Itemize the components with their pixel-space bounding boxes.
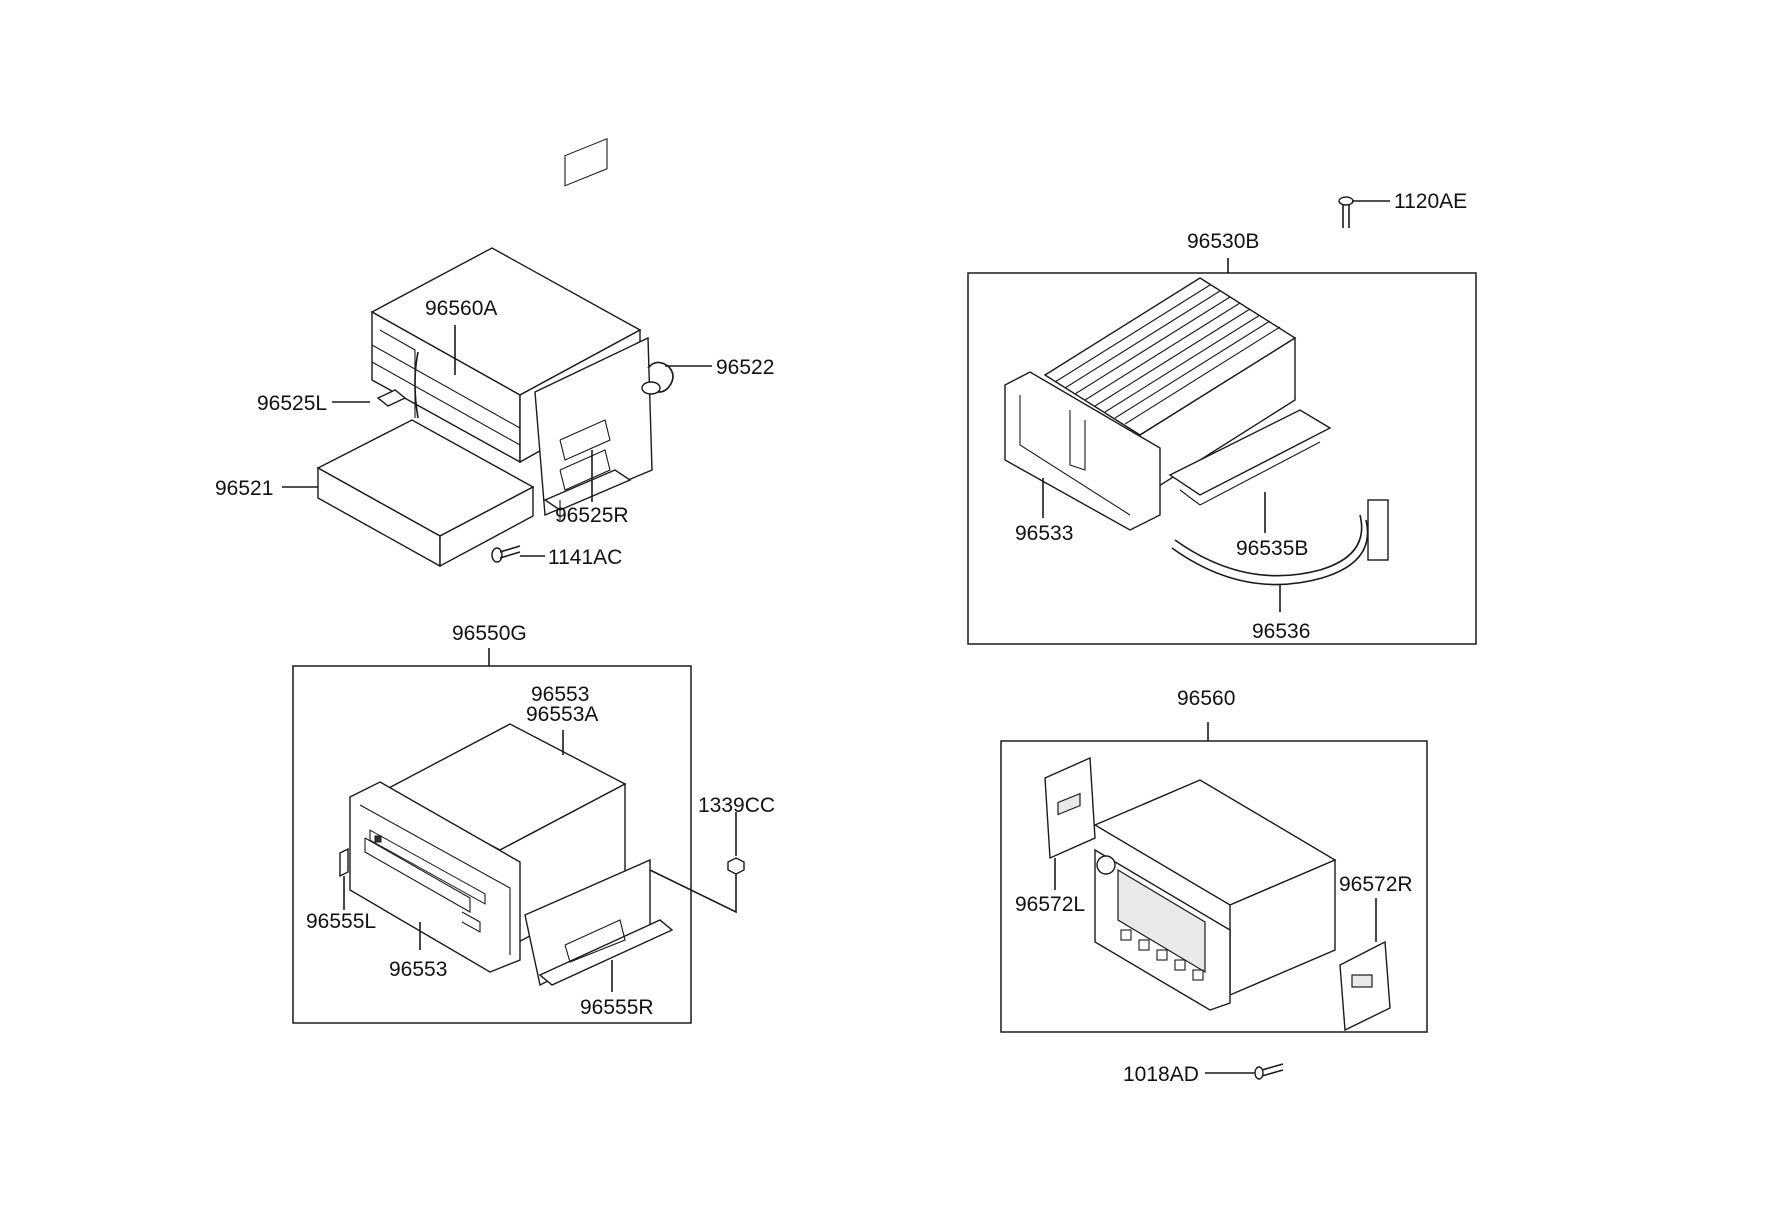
screw-1141AC	[491, 545, 521, 563]
label-96560A: 96560A	[425, 297, 497, 320]
preset-buttons	[1120, 929, 1204, 981]
label-96553-top: 96553	[531, 683, 589, 706]
label-1339CC: 1339CC	[698, 794, 775, 817]
label-96522: 96522	[716, 356, 774, 379]
bracket-96535B	[1168, 409, 1332, 496]
bracket-96525L	[376, 389, 407, 407]
amplifier-assembly	[967, 196, 1477, 645]
label-1141AC: 1141AC	[548, 546, 622, 569]
bracket-96525R	[534, 336, 653, 517]
frame-96530B	[967, 272, 1477, 645]
dvd-player-bezel	[349, 781, 521, 973]
label-96572R: 96572R	[1339, 873, 1413, 896]
label-96525R: 96525R	[555, 504, 629, 527]
head-unit-assembly	[1000, 722, 1428, 1080]
label-96530B: 96530B	[1187, 230, 1259, 253]
bracket-96555L	[339, 847, 349, 878]
label-1120AE: 1120AE	[1394, 190, 1467, 213]
label-96555R: 96555R	[580, 996, 654, 1019]
label-96560: 96560	[1177, 687, 1235, 710]
label-96553A: 96553A	[526, 703, 598, 726]
cable-96536	[1174, 514, 1363, 577]
cd-changer-assembly	[282, 137, 712, 568]
cover-96533	[1004, 371, 1161, 531]
label-96533: 96533	[1015, 522, 1073, 545]
nut-1339CC	[727, 857, 745, 875]
screw-1018AD	[1205, 1063, 1284, 1080]
label-96550G: 96550G	[452, 622, 527, 645]
dvd-player-assembly	[292, 648, 745, 1024]
cable-connector	[1367, 499, 1389, 561]
screw-1120AE	[1338, 196, 1390, 228]
label-1018AD: 1018AD	[1123, 1063, 1199, 1086]
frame-96560	[1000, 740, 1428, 1033]
volume-knob	[1096, 855, 1116, 875]
label-96535B: 96535B	[1236, 537, 1308, 560]
label-96572L: 96572L	[1015, 893, 1085, 916]
label-96521: 96521	[215, 477, 273, 500]
heatsink-fins	[1054, 284, 1281, 425]
connector-96522	[647, 361, 674, 393]
label-96536: 96536	[1252, 620, 1310, 643]
head-unit-screen	[1117, 868, 1206, 974]
frame-96550G	[292, 665, 692, 1024]
label-96525L: 96525L	[257, 392, 327, 415]
label-96555L: 96555L	[306, 910, 376, 933]
label-96553-bottom: 96553	[389, 958, 447, 981]
